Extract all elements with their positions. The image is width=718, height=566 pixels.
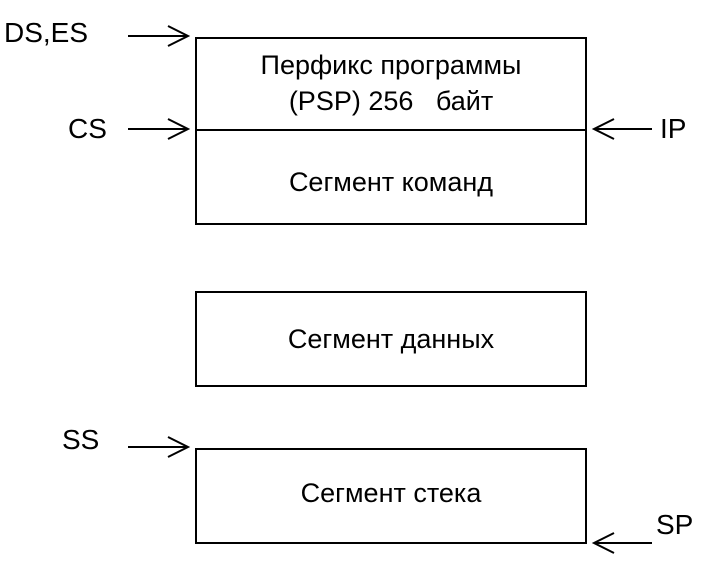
code-segment-label: Сегмент команд (289, 167, 493, 197)
ds-es-pointer: DS,ES (4, 17, 191, 48)
sp-register-label: SP (656, 509, 693, 540)
psp-label-line2: (PSP) 256 байт (289, 86, 493, 116)
sp-pointer: SP (591, 509, 693, 554)
cs-arrow-icon (128, 118, 191, 140)
ss-arrow-icon (128, 436, 191, 458)
ss-pointer: SS (62, 424, 191, 458)
ds-es-arrow-icon (128, 25, 191, 47)
cs-register-label: CS (68, 113, 107, 144)
stack-segment-label: Сегмент стека (301, 478, 483, 508)
data-segment-box (195, 291, 587, 387)
ds-es-register-label: DS,ES (4, 17, 88, 48)
sp-arrow-icon (591, 532, 652, 554)
ip-pointer: IP (591, 113, 686, 144)
ss-register-label: SS (62, 424, 99, 455)
ip-arrow-icon (591, 118, 652, 140)
stack-segment-block: Сегмент стека (195, 448, 587, 544)
ip-register-label: IP (660, 113, 686, 144)
cs-pointer: CS (68, 113, 191, 144)
data-segment-block: Сегмент данных (195, 291, 587, 387)
data-segment-label: Сегмент данных (288, 324, 495, 354)
psp-label-line1: Перфикс программы (261, 50, 522, 80)
code-segment-block: Перфикс программы (PSP) 256 байт Сегмент… (195, 37, 587, 225)
stack-segment-box (195, 448, 587, 544)
